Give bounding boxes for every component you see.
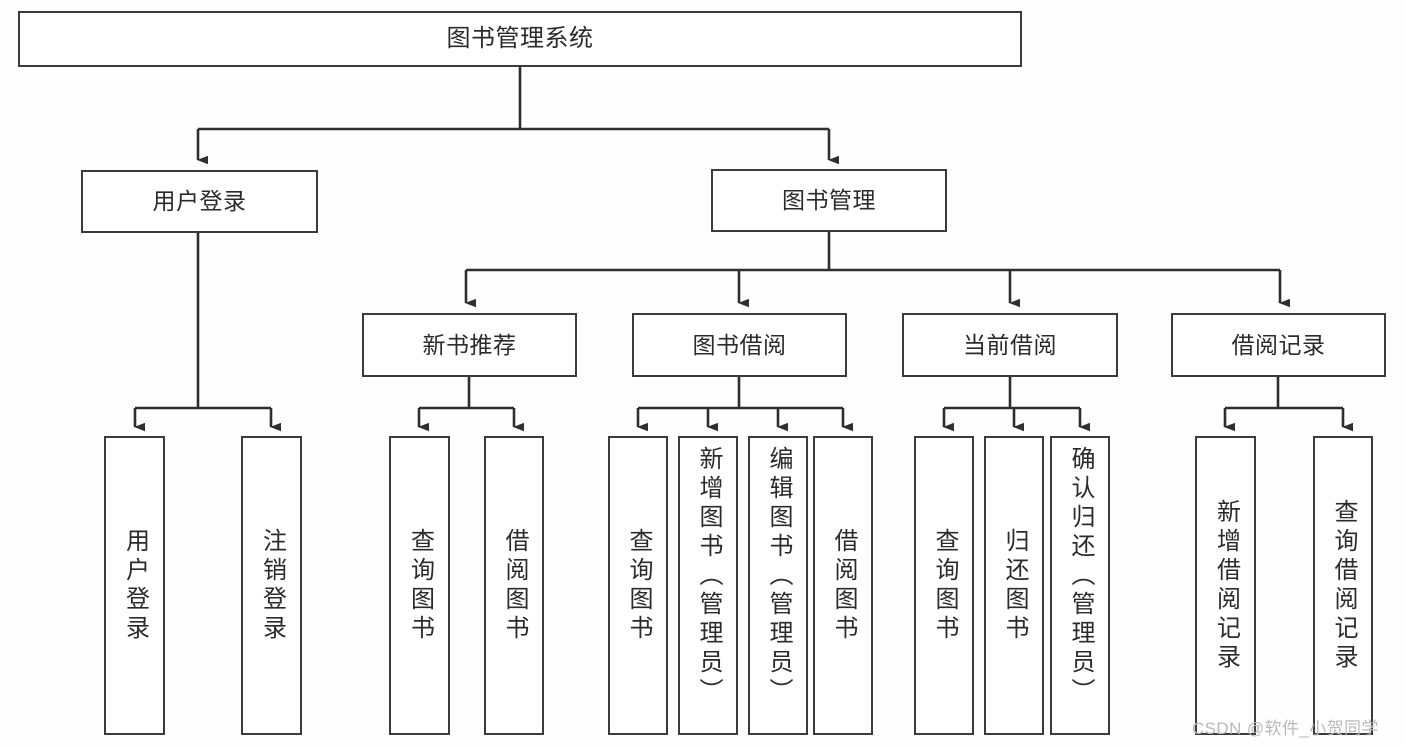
node-label: 借阅图书 (830, 527, 857, 644)
node-borrow-records[interactable]: 借阅记录 (1171, 313, 1386, 377)
leaf-new-book-query[interactable]: 查询图书 (389, 436, 450, 735)
node-label: 新书推荐 (422, 331, 517, 358)
node-label: 查询图书 (406, 527, 434, 644)
leaf-book-borrow-borrow[interactable]: 借阅图书 (813, 436, 873, 735)
leaf-user-login-logout[interactable]: 注销登录 (241, 436, 302, 735)
node-label: 图书管理 (782, 187, 876, 214)
node-book-management[interactable]: 图书管理 (711, 169, 947, 232)
node-label: 查询图书 (931, 527, 958, 644)
leaf-current-borrow-query[interactable]: 查询图书 (914, 436, 974, 735)
node-root-book-management-system[interactable]: 图书管理系统 (18, 11, 1022, 67)
leaf-book-borrow-edit-admin[interactable]: 编辑图书（管理员） (748, 436, 808, 735)
node-label: 当前借阅 (963, 331, 1057, 358)
node-label: 查询图书 (625, 527, 652, 644)
node-label: 确认归还（管理员） (1067, 446, 1094, 707)
node-label: 用户登录 (152, 188, 247, 215)
leaf-current-borrow-return[interactable]: 归还图书 (984, 436, 1044, 735)
leaf-user-login-login[interactable]: 用户登录 (104, 436, 165, 735)
node-label: 借阅图书 (501, 527, 528, 644)
node-label: 编辑图书（管理员） (765, 446, 792, 707)
node-new-book-recommend[interactable]: 新书推荐 (362, 313, 577, 377)
leaf-current-borrow-confirm-return-admin[interactable]: 确认归还（管理员） (1050, 436, 1110, 735)
leaf-borrow-record-add[interactable]: 新增借阅记录 (1195, 436, 1256, 735)
node-label: 新增图书（管理员） (695, 446, 722, 707)
node-label: 查询借阅记录 (1330, 498, 1357, 673)
node-label: 用户登录 (121, 527, 149, 644)
leaf-borrow-record-query[interactable]: 查询借阅记录 (1313, 436, 1373, 735)
node-user-login[interactable]: 用户登录 (81, 170, 318, 233)
node-label: 图书借阅 (692, 331, 787, 358)
leaf-book-borrow-add-admin[interactable]: 新增图书（管理员） (678, 436, 738, 735)
leaf-book-borrow-query[interactable]: 查询图书 (608, 436, 668, 735)
node-current-borrow[interactable]: 当前借阅 (902, 313, 1118, 377)
node-label: 图书管理系统 (446, 25, 594, 53)
node-label: 注销登录 (258, 527, 286, 644)
node-label: 借阅记录 (1231, 331, 1326, 358)
node-label: 新增借阅记录 (1212, 498, 1240, 673)
watermark: CSDN @软件_小贺同学 (1192, 719, 1379, 738)
node-label: 归还图书 (1001, 527, 1028, 644)
leaf-new-book-borrow[interactable]: 借阅图书 (484, 436, 544, 735)
node-book-borrow[interactable]: 图书借阅 (632, 313, 847, 377)
